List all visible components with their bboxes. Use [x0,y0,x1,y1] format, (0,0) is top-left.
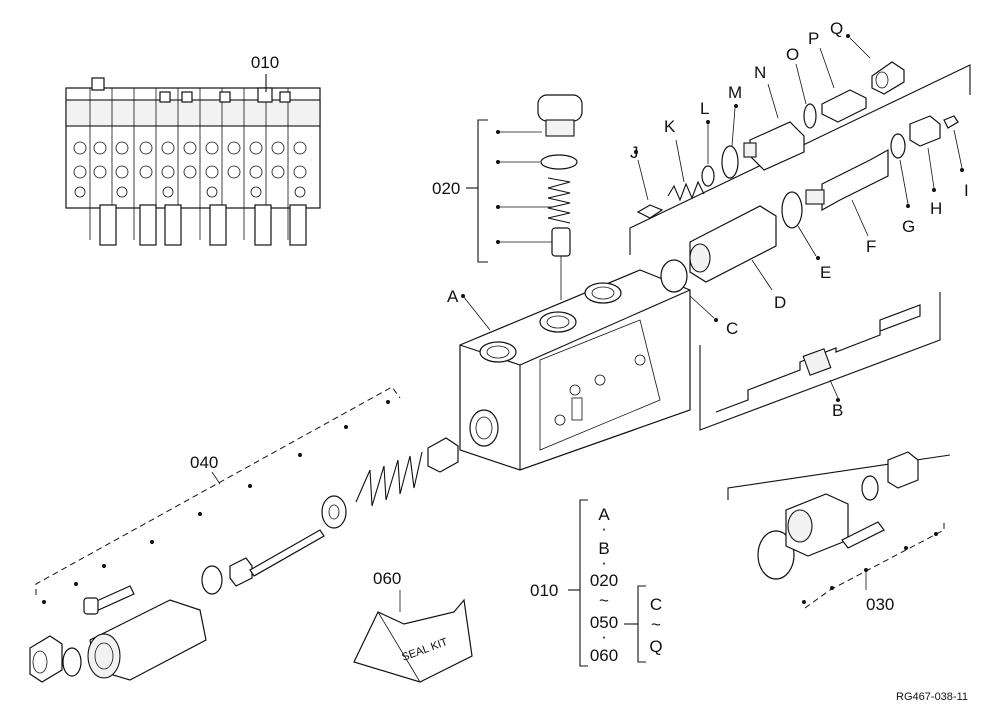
control-valve-assembly: 010 [65,53,321,246]
label-010: 010 [251,53,279,72]
group-040-parts: 040 [29,386,459,683]
o-ring-020 [540,154,578,170]
label-D: D [774,293,786,312]
sleeve-D [689,205,777,283]
o-ring-040-a [62,647,82,677]
legend-item-4: · [601,553,607,572]
plug-030 [887,451,919,489]
plug-cap [537,94,583,122]
plug-040 [29,635,63,683]
legend-prefix: 010 [530,581,558,600]
washer-040 [321,495,347,529]
seal-kit-060: SEAL KIT 060 [353,569,473,683]
piston-H [909,115,941,147]
label-N: N [754,63,766,82]
reference-code: RG467-038-11 [896,691,968,703]
label-Q: Q [830,19,843,38]
main-poppet-F [821,148,889,212]
valve-section-A: A [447,269,691,471]
legend-item-8: · [601,627,607,646]
legend-item-2: · [601,519,607,538]
pin-I [943,115,959,129]
label-J: J [630,143,639,162]
stem-040 [249,529,325,577]
legend-item-6: ~ [599,591,609,610]
label-020: 020 [432,179,460,198]
bolt-030 [841,521,885,549]
o-ring-L [701,165,715,187]
group-030-parts: 030 [727,451,951,614]
adjusting-screw-P [821,89,867,123]
o-ring-030-small [861,475,879,501]
legend-item-7: 050 [590,613,618,632]
label-060: 060 [373,569,401,588]
sleeve-N [749,121,805,171]
label-I: I [964,181,969,200]
label-030: 030 [866,595,894,614]
legend-item-1: A [598,505,610,524]
o-ring-O [803,103,817,129]
label-G: G [902,217,915,236]
label-040: 040 [190,453,218,472]
label-F: F [866,237,876,256]
composition-legend: 010 A · B · 020 ~ 050 · 060 C ~ Q [530,499,663,667]
label-K: K [664,117,676,136]
legend-item-3: B [598,539,609,558]
legend-sub-item-3: Q [649,637,662,656]
label-M: M [728,83,742,102]
spring-K [667,180,705,202]
o-ring-E [781,191,803,229]
label-B: B [832,401,843,420]
relief-valve-parts-box: J K L M N O P Q D [629,19,971,338]
label-E: E [820,263,831,282]
spring-seat-040 [427,437,459,473]
seat-040 [229,557,253,587]
o-ring-M [721,145,739,179]
legend-sub-item-1: C [650,595,662,614]
legend-item-9: 060 [590,646,618,665]
o-ring-C [660,259,688,293]
spool-B: B [699,292,941,431]
label-L: L [700,99,709,118]
o-ring-040-b [201,565,223,595]
label-P: P [808,29,819,48]
o-ring-030-large [757,530,795,580]
legend-sub-item-2: ~ [651,615,661,634]
spring-020 [547,177,571,224]
label-C: C [726,319,738,338]
poppet-020 [551,227,571,257]
label-H: H [930,199,942,218]
spring-040 [355,451,423,507]
group-020-relief-parts: 020 [432,94,583,300]
label-A: A [447,287,459,306]
label-O: O [786,45,799,64]
legend-item-5: 020 [590,571,618,590]
o-ring-G [890,133,906,159]
poppet-J [636,204,664,219]
